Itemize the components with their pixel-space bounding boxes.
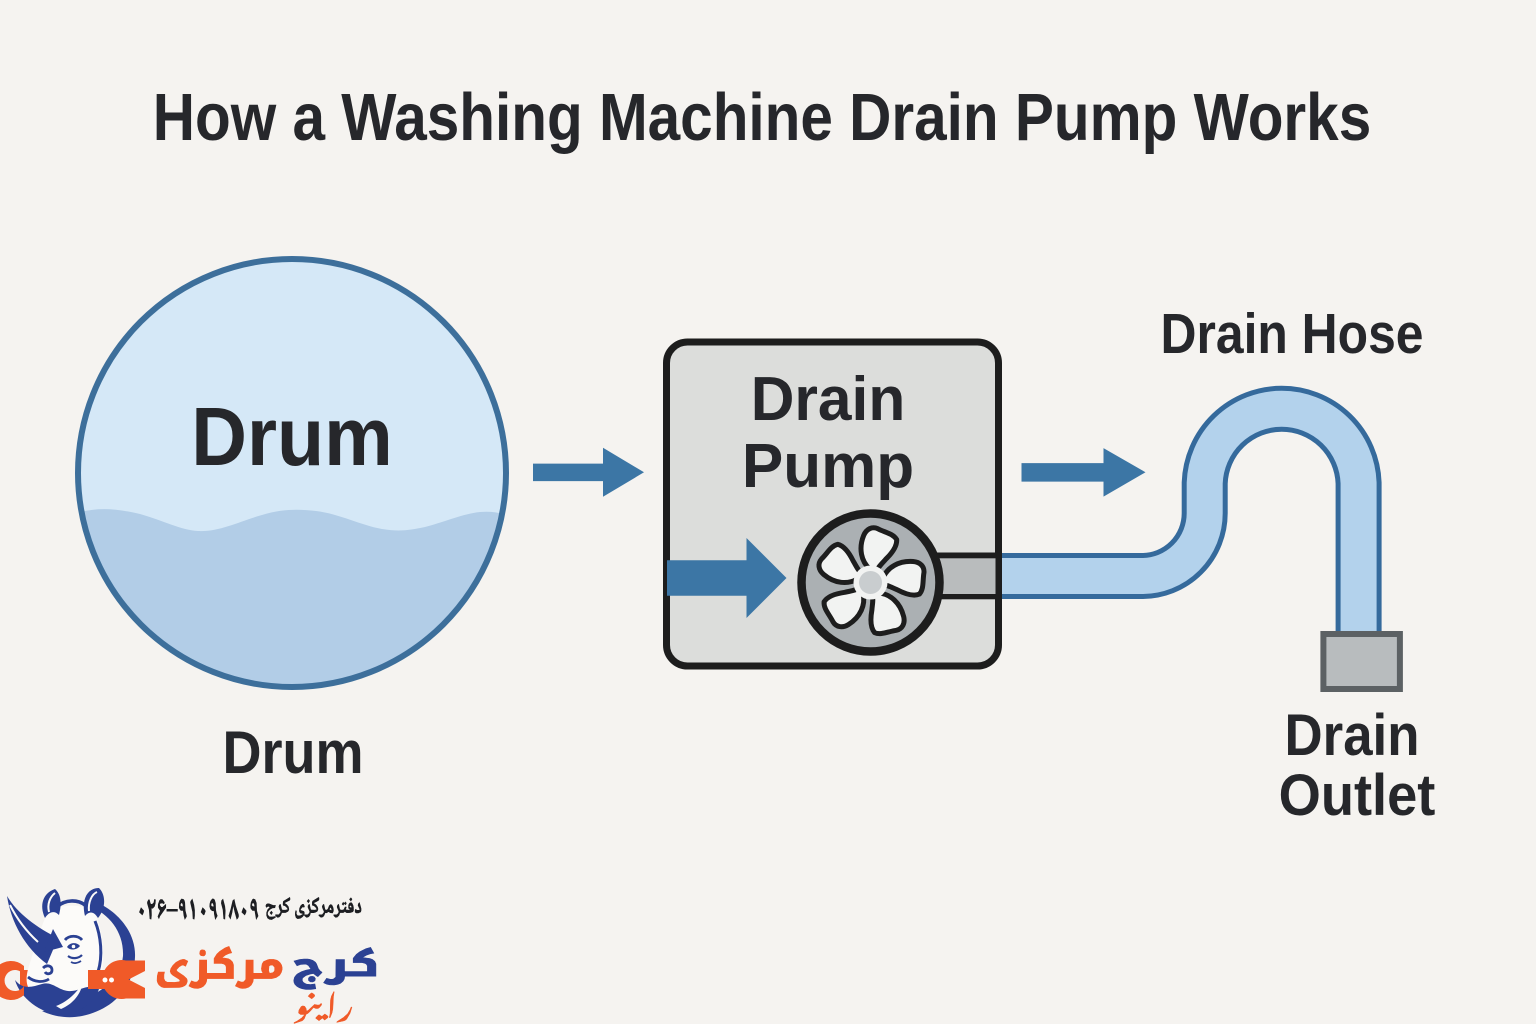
svg-text:Drain Hose: Drain Hose — [1161, 303, 1424, 366]
svg-text:Drum: Drum — [223, 719, 364, 786]
svg-text:Outlet: Outlet — [1279, 762, 1436, 827]
svg-text:Drain: Drain — [1285, 703, 1420, 768]
svg-text:Drain: Drain — [751, 364, 906, 433]
svg-text:How a Washing Machine Drain Pu: How a Washing Machine Drain Pump Works — [153, 80, 1371, 155]
svg-text:Pump: Pump — [742, 432, 914, 501]
svg-text:Drum: Drum — [191, 389, 393, 482]
